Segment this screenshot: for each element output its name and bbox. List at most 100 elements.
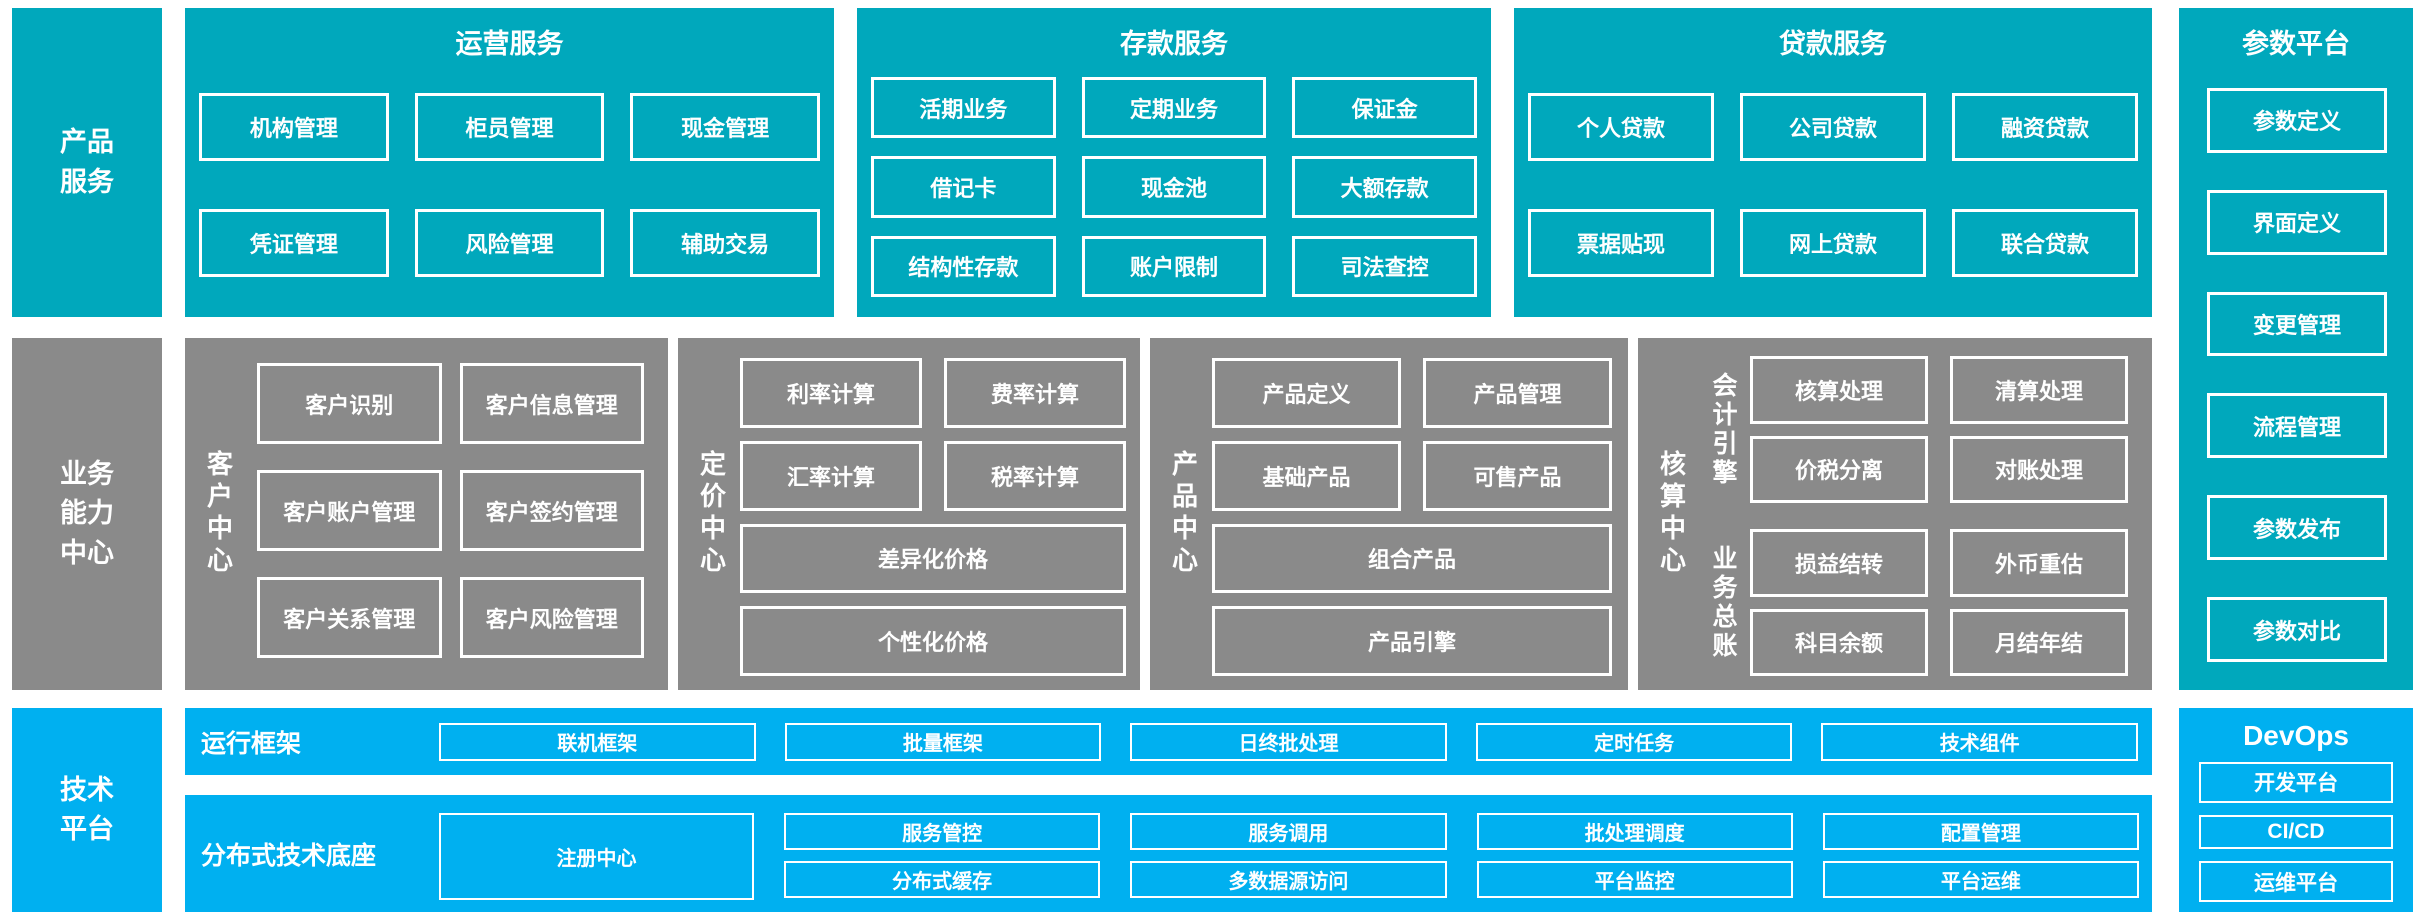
box-change-mgmt: 变更管理 — [2207, 291, 2387, 357]
box-interest-calc: 利率计算 — [740, 358, 922, 428]
runtime-framework-boxes: 联机框架 批量框架 日终批处理 定时任务 技术组件 — [439, 722, 2138, 761]
accounting-engine-label-wrap: 会计引擎 — [1696, 356, 1750, 503]
box-tax-calc: 税率计算 — [944, 440, 1126, 511]
box-sellable-product: 可售产品 — [1423, 440, 1612, 511]
box-online-framework: 联机框架 — [439, 722, 756, 761]
box-fee-calc: 费率计算 — [944, 358, 1126, 428]
box-structured-deposit: 结构性存款 — [871, 235, 1056, 297]
customer-center-grid: 客户识别 客户信息管理 客户账户管理 客户签约管理 客户关系管理 客户风险管理 — [257, 363, 644, 658]
sidebar-business-capability-label: 业务能力中心 — [60, 459, 114, 568]
section-accounting-center: 核算中心 会计引擎 核算处理 清算处理 价税分离 对账处理 业务总账 损 — [1638, 338, 2152, 690]
sidebar-technology-platform-label: 技术平台 — [60, 774, 114, 844]
section-devops: DevOps 开发平台 CI/CD 运维平台 — [2179, 708, 2413, 912]
parameter-platform-title: 参数平台 — [2242, 29, 2350, 59]
section-customer-center: 客户中心 客户识别 客户信息管理 客户账户管理 客户签约管理 客户关系管理 客户… — [185, 338, 668, 690]
box-customer-contract-mgmt: 客户签约管理 — [459, 470, 644, 551]
box-customer-risk-mgmt: 客户风险管理 — [459, 577, 644, 658]
box-institution-mgmt: 机构管理 — [199, 93, 389, 161]
box-composite-product: 组合产品 — [1212, 523, 1612, 594]
box-syndicated-loan: 联合贷款 — [1952, 209, 2138, 277]
product-center-label-wrap: 产品中心 — [1150, 338, 1218, 690]
box-customer-info-mgmt: 客户信息管理 — [459, 363, 644, 444]
loan-title: 贷款服务 — [1779, 29, 1887, 59]
box-differential-pricing: 差异化价格 — [740, 523, 1126, 594]
box-online-loan: 网上贷款 — [1740, 209, 1926, 277]
accounting-center-label-wrap: 核算中心 — [1638, 338, 1706, 690]
bar-distributed-base: 分布式技术底座 注册中心 服务管控 服务调用 批处理调度 配置管理 分布式缓存 … — [185, 795, 2152, 912]
box-subject-balance: 科目余额 — [1750, 608, 1928, 676]
business-ledger-group: 业务总账 损益结转 外币重估 科目余额 月结年结 — [1696, 529, 2128, 676]
section-deposit-services: 存款服务 活期业务 定期业务 保证金 借记卡 现金池 大额存款 结构性存款 账户… — [857, 8, 1491, 317]
parameter-platform-grid: 参数定义 界面定义 变更管理 流程管理 参数发布 参数对比 — [2207, 88, 2387, 662]
box-scheduled-task: 定时任务 — [1475, 722, 1793, 761]
box-registry-center: 注册中心 — [439, 813, 754, 900]
box-param-release: 参数发布 — [2207, 495, 2387, 561]
box-platform-ops: 平台运维 — [1822, 861, 2139, 898]
runtime-framework-label: 运行框架 — [201, 729, 302, 758]
box-cicd: CI/CD — [2199, 814, 2393, 850]
sidebar-block-business-capability: 业务能力中心 — [12, 338, 162, 690]
sidebar-product-services-label: 产品服务 — [60, 127, 114, 197]
box-corporate-loan: 公司贷款 — [1740, 93, 1926, 161]
box-auxiliary-transaction: 辅助交易 — [630, 209, 820, 277]
box-debit-card: 借记卡 — [871, 156, 1056, 218]
box-clearing-process: 清算处理 — [1950, 356, 2128, 424]
section-product-center: 产品中心 产品定义 产品管理 基础产品 可售产品 组合产品 产品引擎 — [1150, 338, 1628, 690]
box-process-mgmt: 流程管理 — [2207, 393, 2387, 459]
box-cash-pool: 现金池 — [1081, 156, 1267, 218]
box-batch-schedule: 批处理调度 — [1476, 813, 1793, 850]
deposit-grid: 活期业务 定期业务 保证金 借记卡 现金池 大额存款 结构性存款 账户限制 司法… — [871, 77, 1477, 297]
box-batch-framework: 批量框架 — [784, 722, 1102, 761]
devops-title: DevOps — [2243, 720, 2349, 751]
box-config-mgmt: 配置管理 — [1822, 813, 2139, 850]
pricing-center-grid: 利率计算 费率计算 汇率计算 税率计算 差异化价格 个性化价格 — [740, 358, 1126, 676]
box-risk-mgmt: 风险管理 — [414, 209, 605, 277]
accounting-center-body: 会计引擎 核算处理 清算处理 价税分离 对账处理 业务总账 损益结转 外币重估 … — [1696, 356, 2128, 676]
box-tech-component: 技术组件 — [1821, 722, 2138, 761]
box-bill-discount: 票据贴现 — [1528, 209, 1714, 277]
operations-title: 运营服务 — [455, 29, 564, 59]
box-cash-mgmt: 现金管理 — [630, 93, 820, 161]
sidebar-block-product-services: 产品服务 — [12, 8, 162, 317]
box-accounting-process: 核算处理 — [1750, 356, 1928, 424]
accounting-center-label: 核算中心 — [1656, 450, 1687, 578]
box-service-invoke: 服务调用 — [1130, 813, 1447, 850]
loan-grid: 个人贷款 公司贷款 融资贷款 票据贴现 网上贷款 联合贷款 — [1528, 93, 2138, 277]
box-distributed-cache: 分布式缓存 — [784, 861, 1101, 898]
section-operations-services: 运营服务 机构管理 柜员管理 现金管理 凭证管理 风险管理 辅助交易 — [185, 8, 834, 317]
box-time-deposit: 定期业务 — [1081, 77, 1267, 139]
box-customer-account-mgmt: 客户账户管理 — [257, 470, 442, 551]
box-product-mgmt: 产品管理 — [1423, 358, 1612, 428]
box-voucher-mgmt: 凭证管理 — [199, 209, 389, 277]
box-account-restriction: 账户限制 — [1081, 235, 1267, 297]
box-financing-loan: 融资贷款 — [1952, 93, 2138, 161]
box-product-engine: 产品引擎 — [1212, 606, 1612, 676]
distributed-base-grid: 服务管控 服务调用 批处理调度 配置管理 分布式缓存 多数据源访问 平台监控 平… — [784, 813, 2139, 898]
deposit-title: 存款服务 — [1120, 29, 1228, 59]
accounting-engine-grid: 核算处理 清算处理 价税分离 对账处理 — [1750, 356, 2128, 503]
pricing-center-label-wrap: 定价中心 — [678, 338, 746, 690]
box-margin-deposit: 保证金 — [1292, 77, 1477, 139]
operations-grid: 机构管理 柜员管理 现金管理 凭证管理 风险管理 辅助交易 — [199, 93, 820, 277]
section-pricing-center: 定价中心 利率计算 费率计算 汇率计算 税率计算 差异化价格 个性化价格 — [678, 338, 1140, 690]
pricing-center-label: 定价中心 — [696, 450, 727, 578]
box-teller-mgmt: 柜员管理 — [414, 93, 605, 161]
section-parameter-platform: 参数平台 参数定义 界面定义 变更管理 流程管理 参数发布 参数对比 — [2179, 8, 2413, 690]
box-eod-batch: 日终批处理 — [1130, 722, 1447, 761]
box-large-deposit: 大额存款 — [1292, 156, 1477, 218]
product-center-grid: 产品定义 产品管理 基础产品 可售产品 组合产品 产品引擎 — [1212, 358, 1612, 676]
box-product-definition: 产品定义 — [1212, 358, 1401, 428]
sidebar-block-technology-platform: 技术平台 — [12, 708, 162, 912]
box-param-compare: 参数对比 — [2207, 597, 2387, 662]
box-price-tax-separation: 价税分离 — [1750, 435, 1928, 503]
product-center-label: 产品中心 — [1168, 450, 1199, 578]
box-param-definition: 参数定义 — [2207, 88, 2387, 153]
box-ops-platform: 运维平台 — [2199, 861, 2393, 902]
box-service-governance: 服务管控 — [784, 813, 1101, 850]
business-ledger-grid: 损益结转 外币重估 科目余额 月结年结 — [1750, 529, 2128, 676]
distributed-base-label: 分布式技术底座 — [201, 841, 377, 870]
box-demand-deposit: 活期业务 — [871, 77, 1056, 139]
box-customer-relation-mgmt: 客户关系管理 — [257, 577, 442, 658]
box-personalized-pricing: 个性化价格 — [740, 606, 1126, 676]
